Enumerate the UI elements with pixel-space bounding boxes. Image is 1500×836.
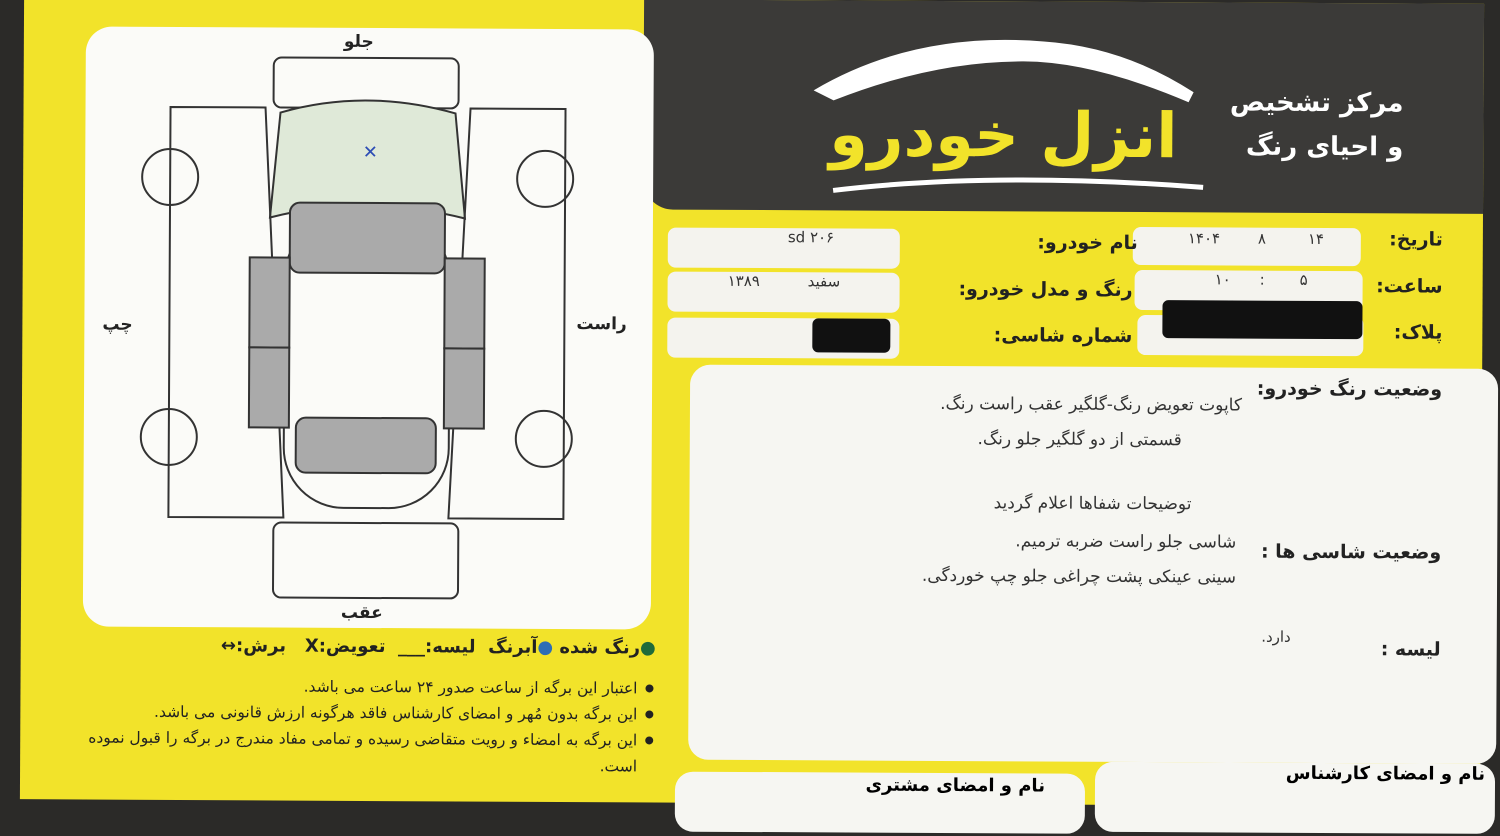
left-side (167, 105, 285, 519)
chassis-status-label: وضعیت شاسی ها : (1260, 540, 1442, 564)
time-hour: ۱۰ (1214, 270, 1231, 289)
label-right: راست (576, 314, 627, 335)
date-year: ۱۴۰۴ (1187, 229, 1221, 248)
center-title: مرکز تشخیص و احیای رنگ (1230, 80, 1404, 169)
inspection-form: انزل خودرو مرکز تشخیص و احیای رنگ ✕ ج (19, 0, 1499, 834)
abrang-dot-icon: ● (537, 636, 554, 658)
chassis-status-line: شاسی جلو راست ضربه ترمیم. (1015, 531, 1237, 553)
legend-cut: برش: (236, 635, 287, 657)
date-field: ۱۴۰۴ ۸ ۱۴ (1132, 226, 1361, 267)
x-icon: X (304, 635, 319, 657)
line-icon: ___ (397, 636, 426, 658)
color-value: سفید (807, 272, 841, 291)
redacted-chassis (812, 318, 891, 353)
car-name-field: sd ۲۰۶ (667, 227, 900, 269)
painted-dot-icon: ● (639, 637, 656, 659)
paint-status-note: توضیحات شفاها اعلام گردید (993, 493, 1192, 515)
date-label: تاریخ: (1389, 228, 1443, 251)
redacted-plate (1162, 300, 1363, 340)
label-rear: عقب (340, 602, 383, 624)
note-item: این برگه به امضاء و رویت متقاضی رسیده و … (65, 724, 655, 779)
svg-text:انزل خودرو: انزل خودرو (826, 97, 1177, 172)
brand-logo: انزل خودرو (813, 39, 1204, 193)
double-arrow-icon: ↔ (220, 635, 237, 657)
rear-bumper (272, 521, 460, 600)
date-day: ۱۴ (1307, 229, 1325, 248)
time-label: ساعت: (1376, 275, 1443, 298)
lise-value: دارد. (1261, 627, 1291, 646)
date-month: ۸ (1257, 229, 1266, 248)
plate-label: پلاک: (1393, 321, 1443, 344)
legend-lise: لیسه: (424, 636, 476, 658)
legend-painted: رنگ شده (559, 636, 641, 659)
chassis-number-label: شماره شاسی: (993, 324, 1133, 347)
chassis-status-line: سینی عینکی پشت چراغی جلو چپ خوردگی. (921, 565, 1237, 588)
car-diagram-panel: ✕ جلو عقب چپ راست (82, 26, 654, 630)
lise-label: لیسه : (1380, 638, 1441, 661)
paint-status-line: کاپوت تعویض رنگ-گلگیر عقب راست رنگ. (940, 393, 1243, 416)
legend: ●رنگ شده ●آبرنگ لیسه:___ تعویض:X برش:↔ (66, 634, 656, 658)
color-model-field: ۱۳۸۹ سفید (667, 271, 900, 313)
time-minute: ۵ (1299, 270, 1308, 289)
paint-status-label: وضعیت رنگ خودرو: (1256, 377, 1443, 401)
customer-signature-label: نام و امضای مشتری (865, 774, 1046, 797)
legend-replaced: تعویض: (318, 635, 386, 658)
time-separator: : (1259, 270, 1265, 289)
note-item: اعتبار این برگه از ساعت صدور ۲۴ ساعت می … (65, 672, 655, 701)
right-side (447, 107, 567, 521)
expert-signature-label: نام و امضای کارشناس (1285, 762, 1486, 785)
svg-text:✕: ✕ (363, 142, 378, 163)
title-line-2: و احیای رنگ (1245, 131, 1404, 163)
title-line-1: مرکز تشخیص (1229, 87, 1404, 119)
note-item: این برگه بدون مُهر و امضای کارشناس فاقد … (65, 698, 655, 727)
color-model-label: رنگ و مدل خودرو: (958, 278, 1133, 301)
notes-list: اعتبار این برگه از ساعت صدور ۲۴ ساعت می … (65, 672, 656, 779)
car-name-label: نام خودرو: (1037, 231, 1138, 255)
paint-status-line: قسمتی از دو گلگیر جلو رنگ. (977, 429, 1182, 451)
label-left: چپ (102, 314, 133, 335)
legend-abrang: آبرنگ (488, 636, 538, 658)
model-value: ۱۳۸۹ (727, 271, 760, 291)
label-front: جلو (343, 31, 374, 53)
car-diagram: ✕ (139, 56, 575, 600)
expert-signature-box: نام و امضای کارشناس (1094, 761, 1496, 834)
status-box (688, 364, 1499, 764)
car-name-value: sd ۲۰۶ (787, 228, 835, 247)
